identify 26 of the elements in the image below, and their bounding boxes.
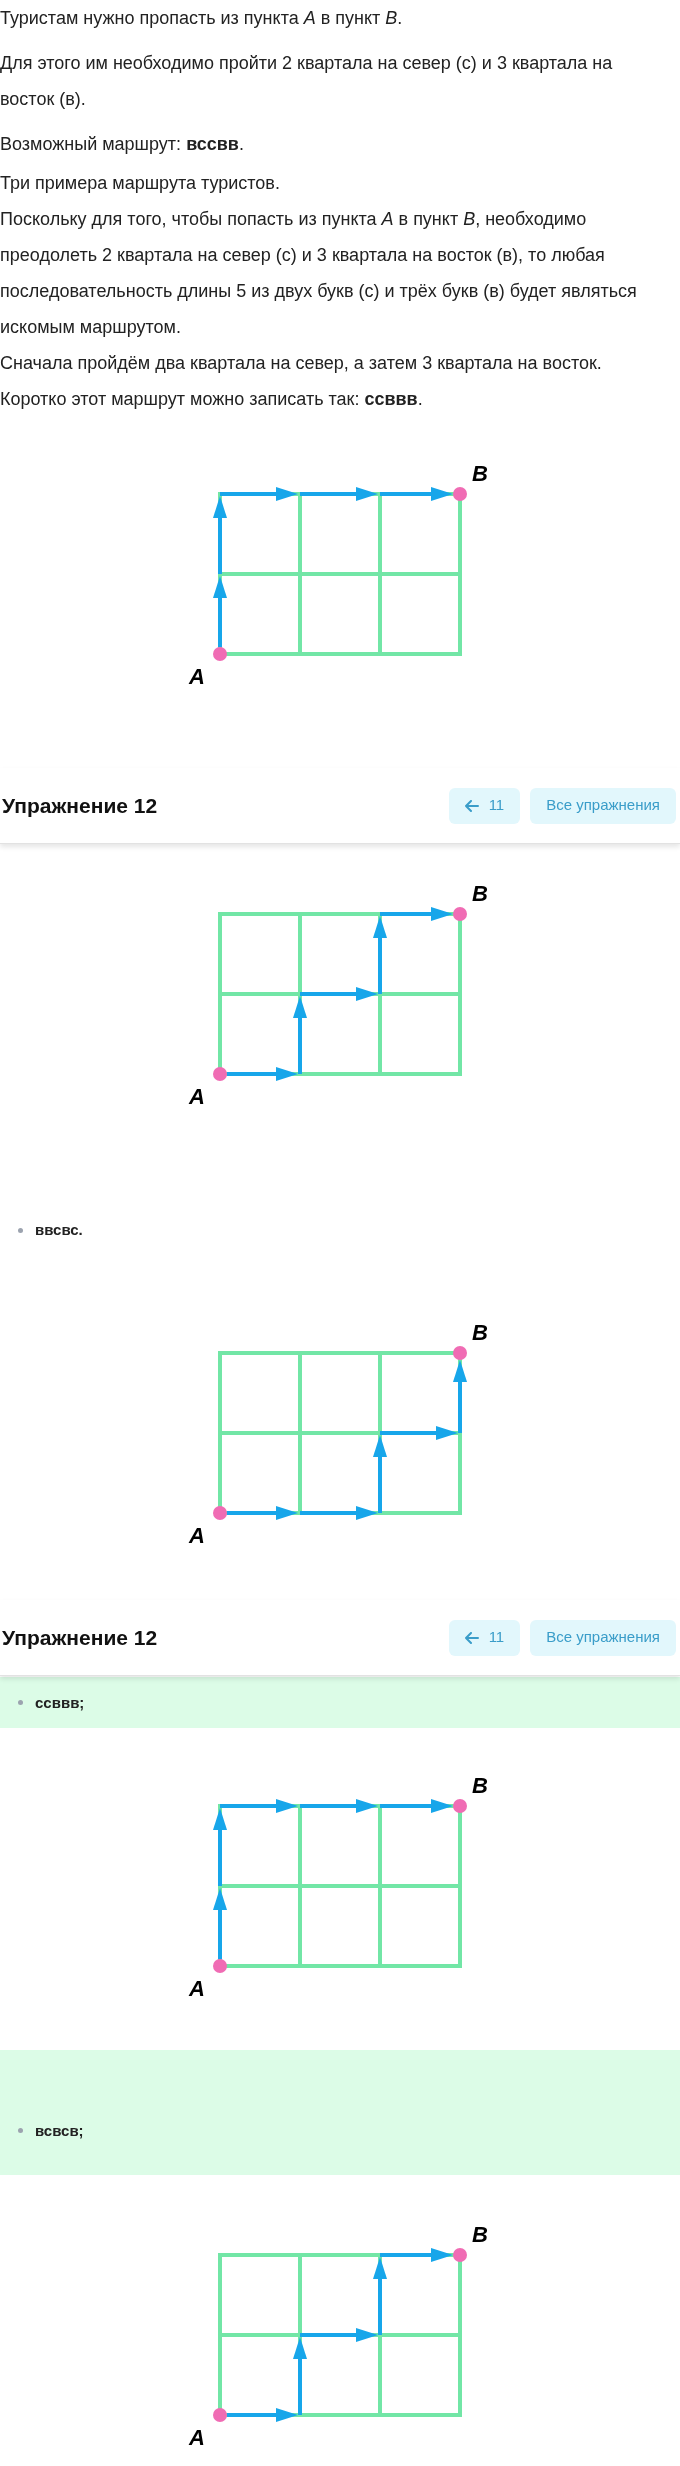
previous-exercise-button: 11 — [448, 1619, 521, 1656]
exercise-title: Упражнение 12 — [1, 1624, 158, 1651]
point-label: A — [189, 1085, 205, 1109]
point-label: B — [472, 462, 488, 486]
paragraph: Сначала пройдём два квартала на север, а затем 3 квартала на восток. — [0, 352, 603, 375]
paragraph: Возможный маршрут: вссвв. — [0, 133, 245, 156]
previous-exercise-button: 11 — [448, 787, 521, 824]
point-label: B — [472, 2223, 488, 2247]
point-label: B — [472, 1321, 488, 1345]
all-exercises-button: Все упражнения — [530, 787, 676, 824]
all-exercises-button: Все упражнения — [530, 1619, 676, 1656]
paragraph: Коротко этот маршрут можно записать так: ссввв. — [0, 388, 424, 411]
point-label: A — [189, 1977, 205, 2001]
route-code: ввсвс. — [35, 1220, 83, 1240]
paragraph: Три примера маршрута туристов. — [0, 172, 281, 195]
route-code: всвсв; — [35, 2120, 84, 2141]
paragraph: Для этого им необходимо пройти 2 квартала на север (с) и 3 квартала на восток (в). — [0, 52, 614, 111]
point-label: B — [472, 882, 488, 906]
paragraph: Туристам нужно пропасть из пункта A в пункт B. — [0, 7, 404, 30]
point-label: A — [189, 1524, 205, 1548]
point-label: A — [189, 2426, 205, 2450]
paragraph: Поскольку для того, чтобы попасть из пункта A в пункт B, необходимо преодолеть 2 квартала на север (с) и 3 квартала на восток (в), то любая последовательность длины 5 из двух букв (с) и трёх букв (в) будет являться искомым маршрутом. — [0, 208, 638, 339]
exercise-title: Упражнение 12 — [1, 792, 158, 819]
point-label: B — [472, 1774, 488, 1798]
point-label: A — [189, 665, 205, 689]
route-code: ссввв; — [35, 1692, 85, 1713]
